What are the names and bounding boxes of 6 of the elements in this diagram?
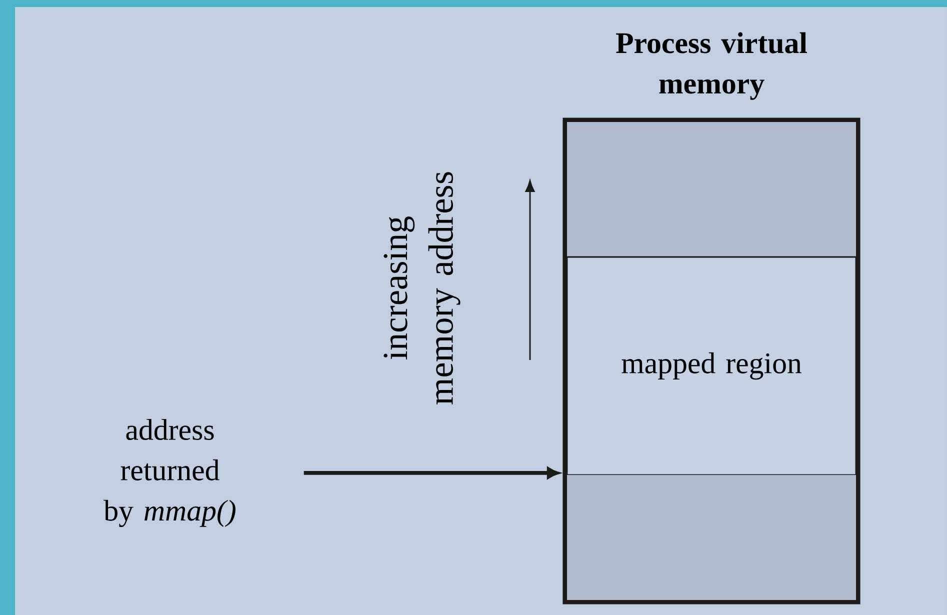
node-label: Process virtual memory <box>616 32 807 100</box>
rotated-label: increasing memory address <box>384 172 460 404</box>
annotation-text: address returned by mmap() <box>104 419 236 527</box>
memory-region <box>567 122 856 257</box>
memory-region <box>567 475 856 600</box>
memory-region: mapped region <box>566 256 857 476</box>
